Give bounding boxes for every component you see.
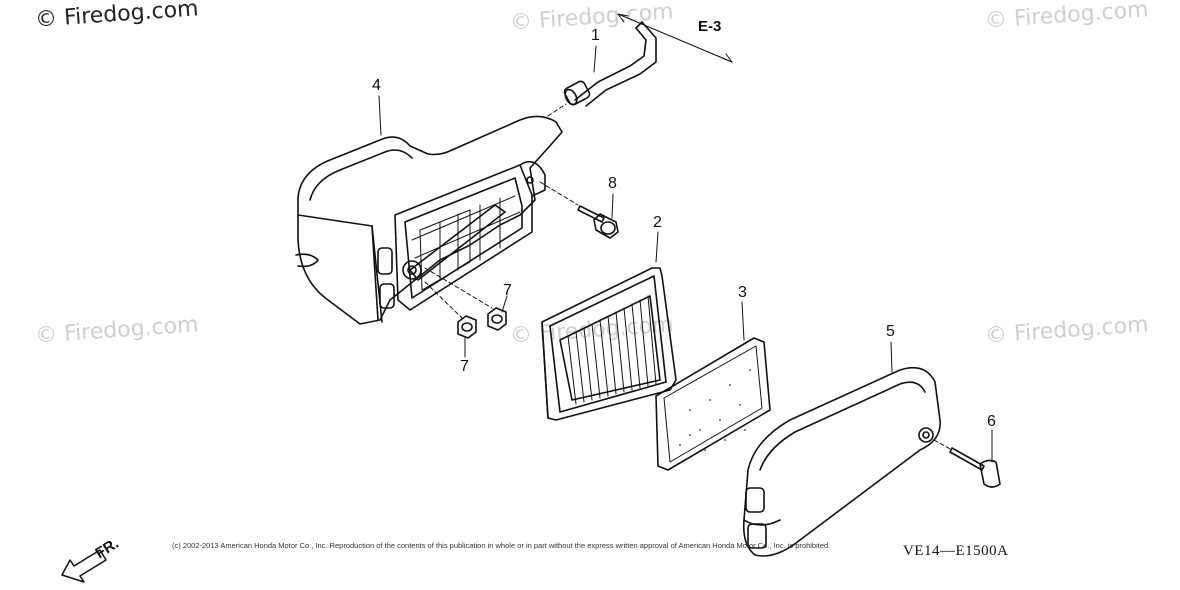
reference-arrow <box>617 13 733 63</box>
callout-8: 8 <box>608 175 617 192</box>
flange-nut <box>457 307 507 339</box>
callout-7: 7 <box>503 282 512 299</box>
callout-7: 7 <box>460 358 469 375</box>
flange-bolt <box>577 205 619 239</box>
air-cleaner-case <box>295 115 579 325</box>
air-filter-element <box>541 267 677 421</box>
leader-lines <box>378 45 993 463</box>
callout-4: 4 <box>372 77 381 94</box>
foam-pre-filter <box>655 337 771 471</box>
front-direction-arrow <box>61 549 107 583</box>
air-cleaner-cover <box>742 366 941 557</box>
callout-2: 2 <box>653 214 662 231</box>
callout-6: 6 <box>987 413 996 430</box>
callout-1: 1 <box>591 27 600 44</box>
breather-tube <box>547 21 657 117</box>
callout-5: 5 <box>886 323 895 340</box>
copyright-notice: (c) 2002-2013 American Honda Motor Co., … <box>172 541 831 550</box>
diagram-code: VE14—E1500A <box>903 543 1009 559</box>
wing-bolt <box>933 439 1001 488</box>
reference-label: E-3 <box>698 18 722 35</box>
callout-3: 3 <box>738 284 747 301</box>
